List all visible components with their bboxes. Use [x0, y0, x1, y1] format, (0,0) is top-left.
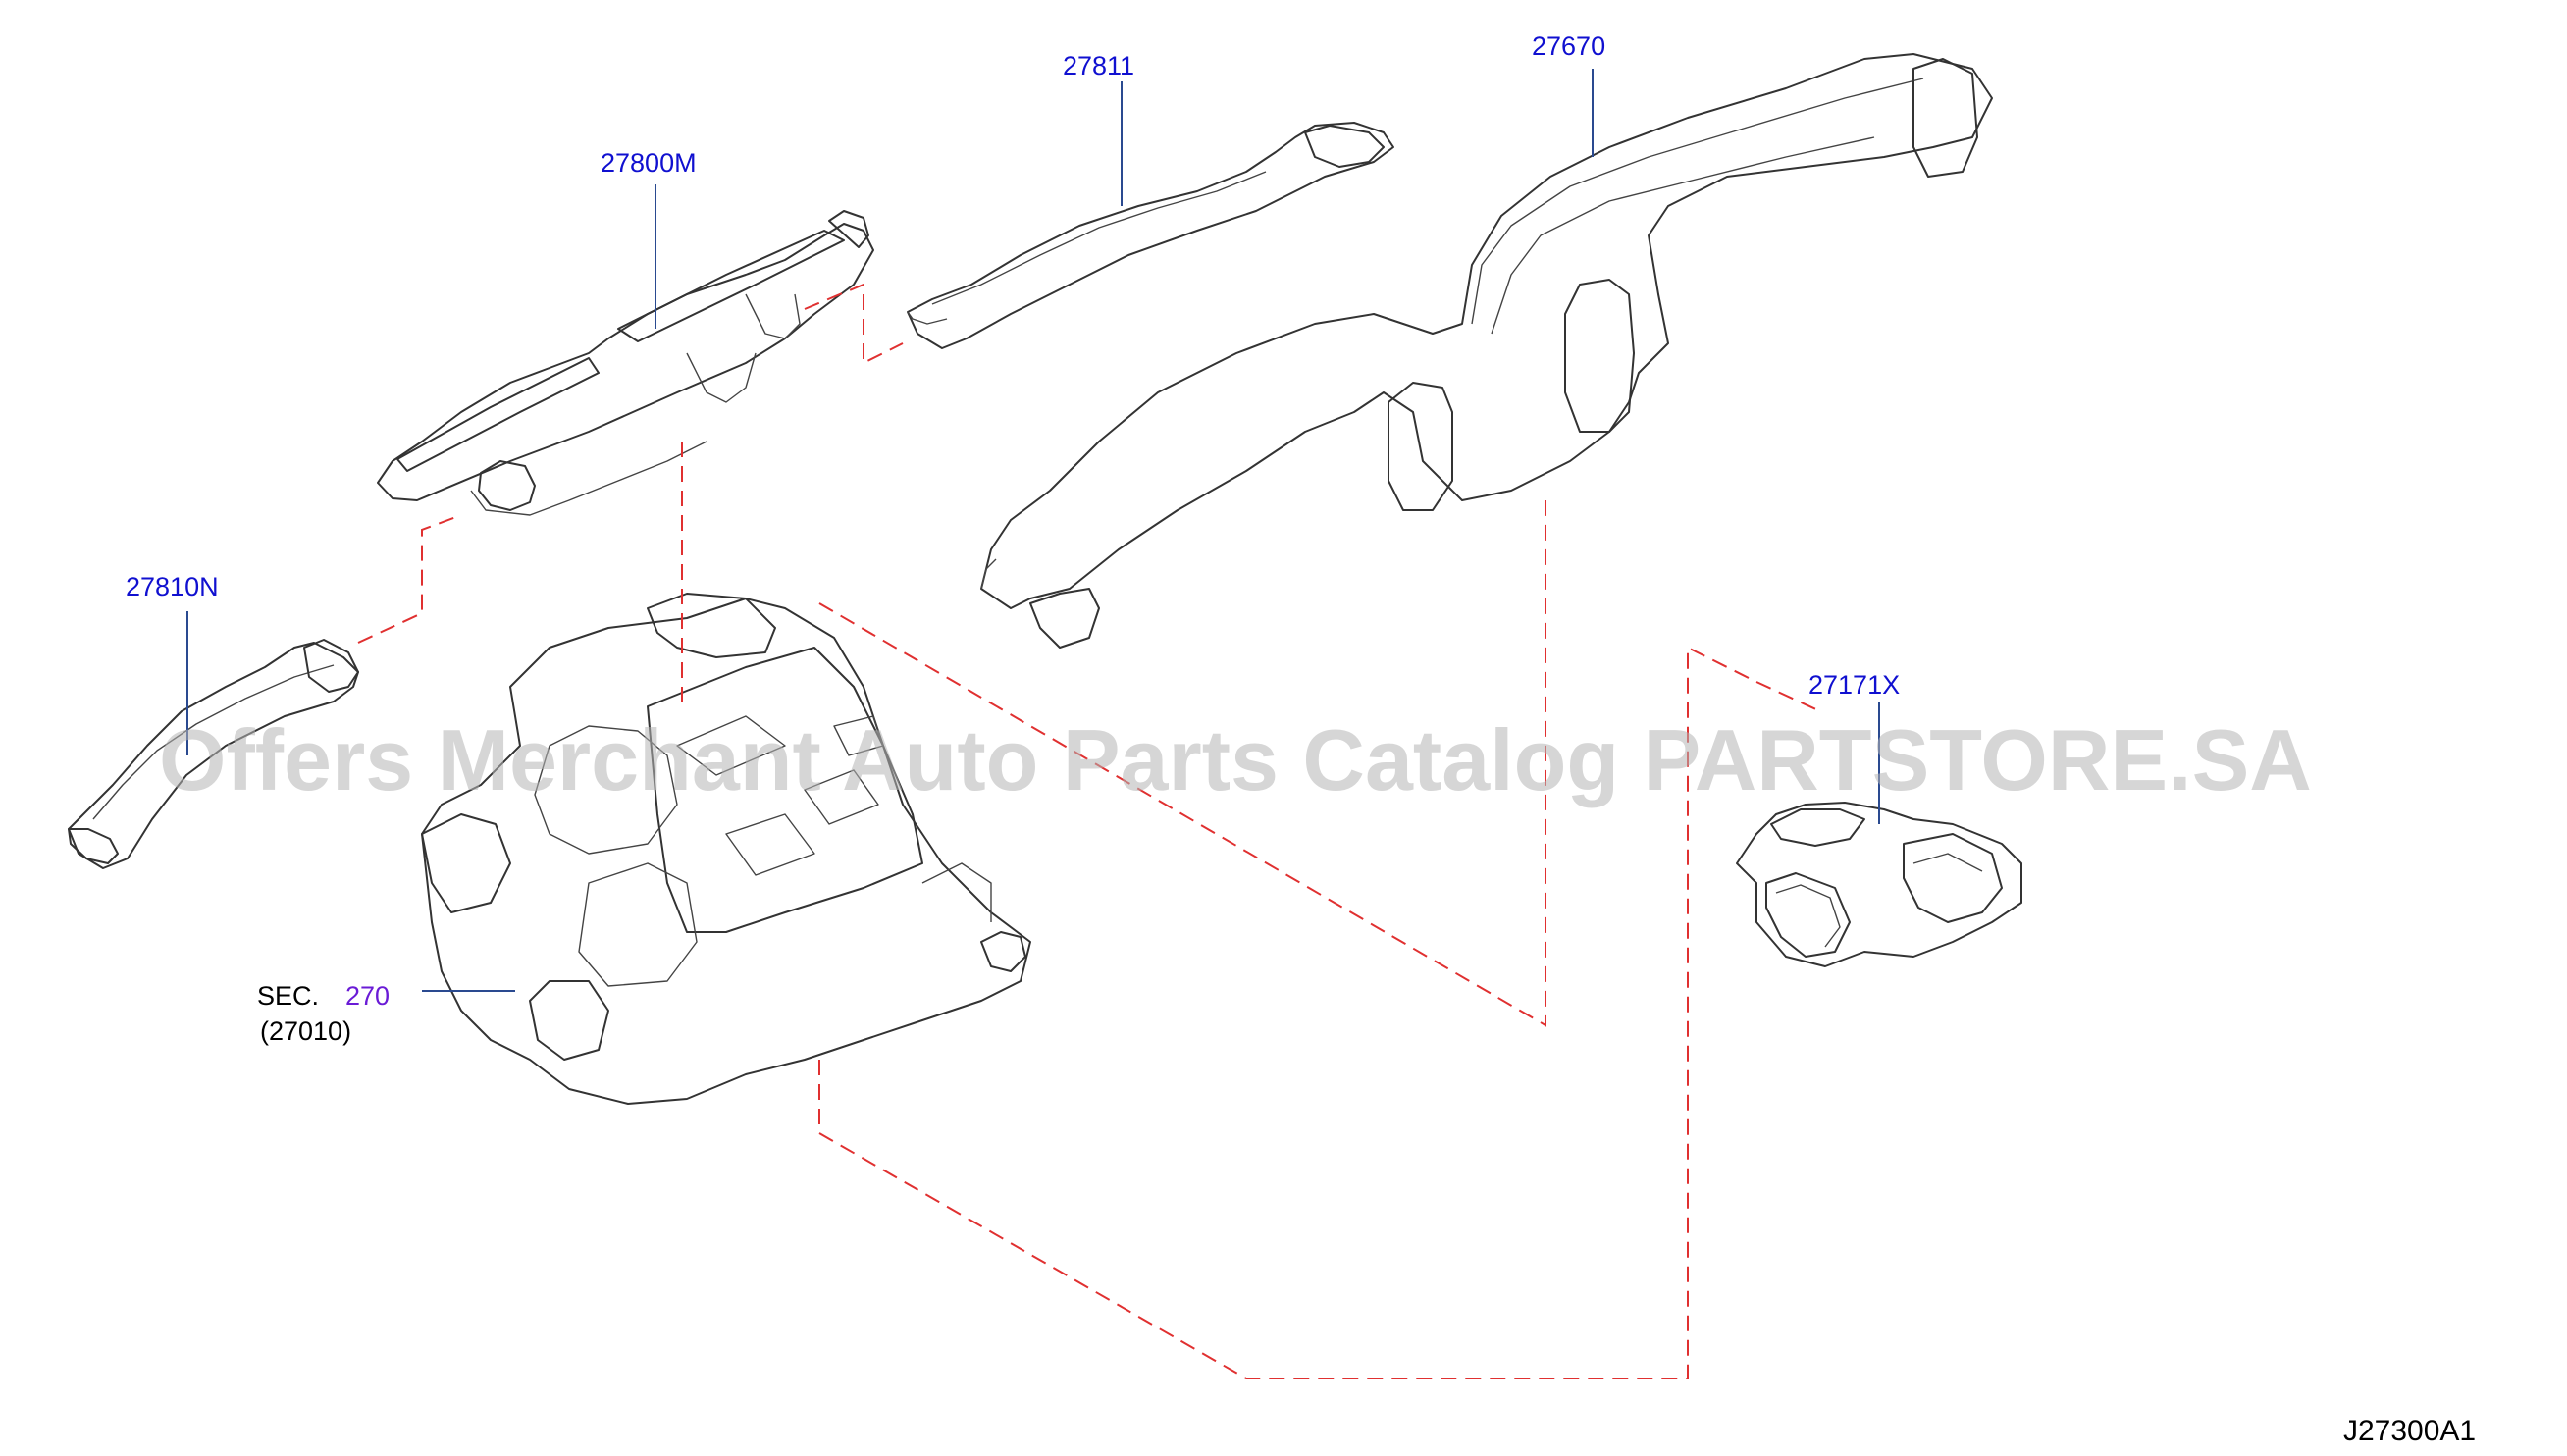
leader-lines: [186, 69, 1880, 992]
dash-27810N-to-27800M: [357, 514, 462, 644]
dash-27800M-to-27811: [804, 283, 904, 365]
watermark-text: Offers Merchant Auto Parts Catalog PARTS…: [159, 711, 2312, 808]
nozzle-27800M-drawing: [377, 210, 874, 516]
diagram-code: J27300A1: [2343, 1415, 2476, 1447]
duct-27811-drawing: [907, 122, 1394, 349]
section-ref-prefix: SEC.: [257, 981, 319, 1011]
duct-27810N-drawing: [68, 639, 359, 869]
part-label-27811[interactable]: 27811: [1063, 51, 1134, 80]
dash-heater-to-27670: [818, 500, 1546, 1027]
section-ref-sub: (27010): [260, 1016, 351, 1046]
section-ref-link[interactable]: 270: [345, 981, 390, 1011]
part-label-27800M[interactable]: 27800M: [601, 148, 697, 178]
heater-unit-drawing: [421, 593, 1031, 1105]
part-label-27171X[interactable]: 27171X: [1808, 670, 1900, 700]
vent-27171X-drawing: [1736, 802, 2022, 967]
connection-lines: [357, 283, 1821, 1379]
duct-27670-drawing: [980, 53, 1993, 649]
part-label-27810N[interactable]: 27810N: [126, 572, 219, 601]
dash-heater-to-27171X: [818, 646, 1821, 1379]
part-label-27670[interactable]: 27670: [1532, 31, 1605, 61]
